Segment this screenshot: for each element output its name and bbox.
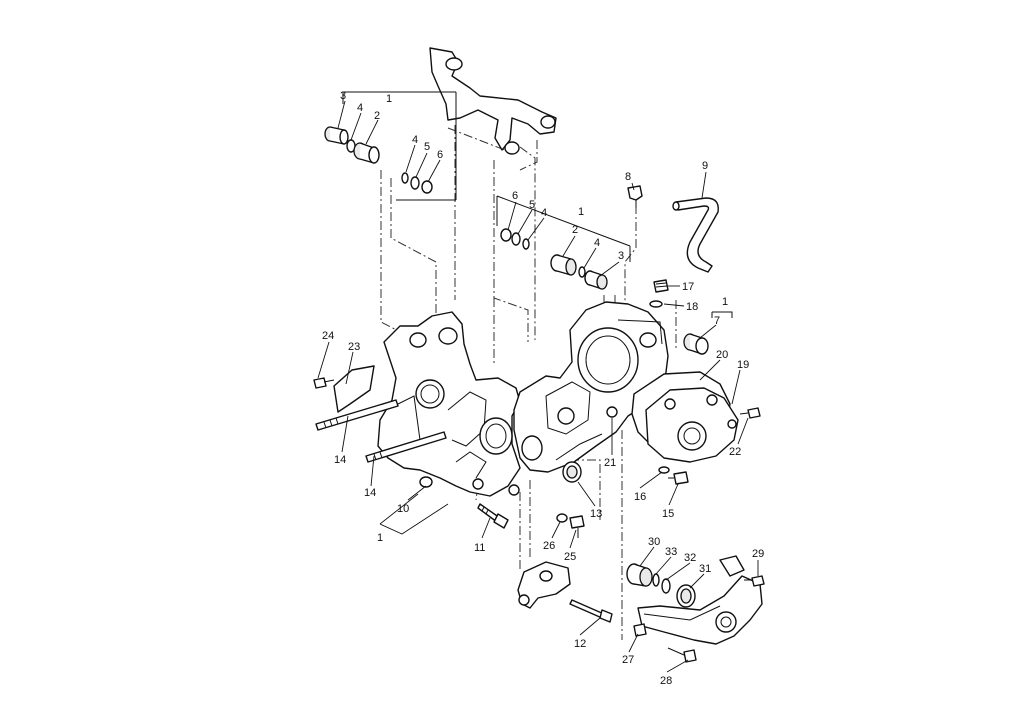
callout-10: 10 xyxy=(397,503,409,515)
drain-plug-17 xyxy=(653,279,669,293)
bearing-31 xyxy=(676,584,696,608)
washer-18 xyxy=(649,300,663,308)
bushing-3-left xyxy=(324,126,349,145)
dowel-21 xyxy=(606,406,618,418)
bolt-12 xyxy=(569,599,613,623)
callout-20: 20 xyxy=(716,349,728,361)
callout-30: 30 xyxy=(648,536,660,548)
callout-9: 9 xyxy=(702,160,708,172)
cover-plate-23 xyxy=(333,365,375,413)
bolt-28 xyxy=(667,647,697,663)
leader-lines xyxy=(317,100,759,673)
callout-2: 2 xyxy=(572,224,578,236)
circlip-6-left xyxy=(421,180,433,194)
o-ring-4-right-b xyxy=(578,266,586,278)
callout-16: 16 xyxy=(634,491,646,503)
breather-fitting-8 xyxy=(627,185,643,208)
breather-hose-9 xyxy=(672,197,719,273)
alignment-lines xyxy=(380,91,677,640)
bolt-29 xyxy=(744,575,765,587)
callout-3: 3 xyxy=(618,250,624,262)
bolt-27 xyxy=(633,623,647,637)
bolt-24 xyxy=(313,377,335,389)
bolt-11 xyxy=(477,503,509,529)
washer-26 xyxy=(556,513,568,523)
callout-6: 6 xyxy=(437,149,443,161)
dowel-pin-10 xyxy=(419,476,433,488)
callout-18: 18 xyxy=(686,301,698,313)
callout-1: 1 xyxy=(722,296,728,308)
washer-5-left xyxy=(410,176,420,190)
callout-27: 27 xyxy=(622,654,634,666)
stud-bolt-14-lower xyxy=(365,431,447,463)
callout-29: 29 xyxy=(752,548,764,560)
callout-4: 4 xyxy=(594,237,600,249)
circlip-6-right xyxy=(500,228,512,242)
callout-2: 2 xyxy=(374,110,380,122)
stud-bolt-14-upper xyxy=(315,399,399,431)
bearing-30 xyxy=(626,563,653,587)
bracket-1-7 xyxy=(712,311,733,318)
bolt-25 xyxy=(569,515,585,538)
callout-26: 26 xyxy=(543,540,555,552)
callout-33: 33 xyxy=(665,546,677,558)
bolt-15 xyxy=(668,471,689,485)
washer-5-right xyxy=(511,232,521,246)
bushing-2-right xyxy=(550,254,577,276)
crankcase-left-half xyxy=(377,311,521,497)
callout-1: 1 xyxy=(377,532,383,544)
callout-1: 1 xyxy=(386,93,392,105)
callout-7: 7 xyxy=(714,315,720,327)
washer-16 xyxy=(658,466,670,474)
callout-14: 14 xyxy=(334,454,346,466)
engine-bracket xyxy=(637,555,763,645)
callout-6: 6 xyxy=(512,190,518,202)
callout-25: 25 xyxy=(564,551,576,563)
callout-31: 31 xyxy=(699,563,711,575)
callout-4: 4 xyxy=(541,207,547,219)
callout-4: 4 xyxy=(357,102,363,114)
callout-12: 12 xyxy=(574,638,586,650)
callout-28: 28 xyxy=(660,675,672,687)
callout-5: 5 xyxy=(424,141,430,153)
callout-4: 4 xyxy=(412,134,418,146)
bearing-7 xyxy=(683,333,709,355)
oil-seal-13 xyxy=(562,461,582,483)
crankcase-cover-19 xyxy=(645,387,739,463)
callout-21: 21 xyxy=(604,457,616,469)
callout-13: 13 xyxy=(590,508,602,520)
o-ring-33 xyxy=(652,573,660,587)
callout-19: 19 xyxy=(737,359,749,371)
callout-labels: 3 1 4 2 4 5 6 8 9 6 5 4 1 2 4 3 17 18 1 … xyxy=(322,90,764,687)
callout-1: 1 xyxy=(578,206,584,218)
callout-23: 23 xyxy=(348,341,360,353)
bushing-2-left xyxy=(353,142,380,164)
o-ring-4-left-b xyxy=(401,172,409,184)
callout-5: 5 xyxy=(529,199,535,211)
callout-11: 11 xyxy=(474,542,485,554)
right-bushing-set xyxy=(496,195,631,290)
callout-17: 17 xyxy=(682,281,694,293)
bushing-3-right xyxy=(584,270,608,290)
callout-8: 8 xyxy=(625,171,631,183)
bolt-22 xyxy=(739,407,761,419)
water-pump-housing xyxy=(517,561,571,609)
callout-22: 22 xyxy=(729,446,741,458)
o-ring-32 xyxy=(661,578,671,594)
callout-14: 14 xyxy=(364,487,376,499)
callout-15: 15 xyxy=(662,508,674,520)
left-bushing-set xyxy=(324,91,457,201)
callout-32: 32 xyxy=(684,552,696,564)
callout-3: 3 xyxy=(340,90,346,102)
o-ring-4-right xyxy=(522,238,530,250)
intake-pipe-bracket xyxy=(429,47,557,155)
callout-24: 24 xyxy=(322,330,334,342)
crankcase-right-half xyxy=(513,301,669,473)
